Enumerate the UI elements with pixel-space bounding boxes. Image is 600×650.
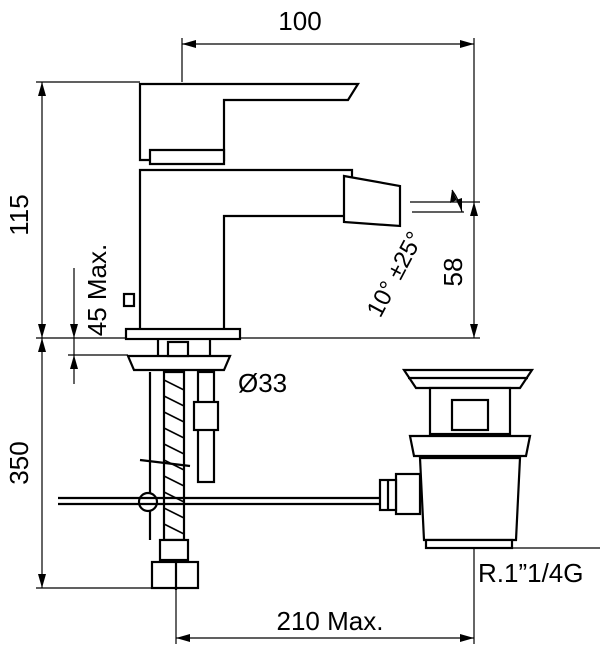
faucet-body xyxy=(122,82,402,372)
dim-height-body: 115 xyxy=(4,194,34,235)
dim-waste-thread: R.1”1/4G xyxy=(478,558,584,588)
dim-width-top: 100 xyxy=(278,6,321,36)
supply-hoses xyxy=(58,370,380,590)
dim-max-deck: 45 Max. xyxy=(82,244,112,337)
dim-spout-angle: 10° ±25° xyxy=(362,227,429,321)
dimension-lines xyxy=(36,38,600,644)
dim-spout-height: 58 xyxy=(438,258,468,287)
dim-max-distance: 210 Max. xyxy=(277,606,384,636)
dim-hole-diameter: Ø33 xyxy=(238,368,287,398)
waste-valve xyxy=(378,368,535,550)
dim-hose-length: 350 xyxy=(4,441,34,484)
